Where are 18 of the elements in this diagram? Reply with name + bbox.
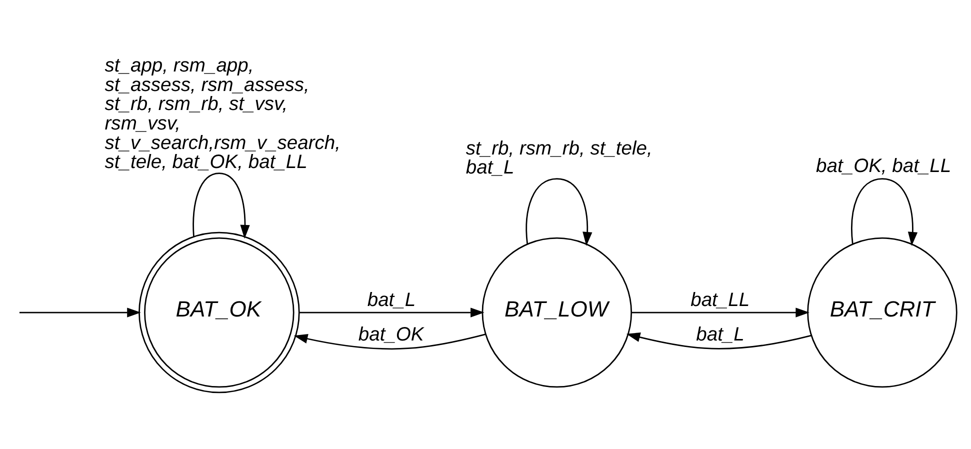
edge-label: st_rb, rsm_rb, st_tele, bat_L <box>466 138 652 178</box>
arrow <box>192 172 250 238</box>
edge-label: bat_L <box>367 289 416 310</box>
arrow <box>19 307 141 317</box>
arrow <box>626 332 812 349</box>
edge-label: bat_OK, bat_LL <box>816 156 952 177</box>
edge-label: bat_L <box>696 324 744 345</box>
node-circle: BAT_OK <box>138 231 300 393</box>
arrow <box>526 178 592 246</box>
arrow <box>294 333 486 350</box>
node-circle: BAT_CRIT <box>807 236 958 388</box>
edge-label: bat_LL <box>690 289 750 310</box>
arrow <box>851 178 918 246</box>
edge-label: st_app, rsm_app, st_assess, rsm_assess, st_rb, rsm_rb, st_vsv, rsm_vsv, st_v_search,rsm_v_search, st_tele, bat_OK, bat_LL <box>104 55 341 173</box>
node-circle: BAT_LOW <box>482 236 632 388</box>
arrow <box>631 307 810 317</box>
arrow <box>300 307 484 317</box>
edge-label: bat_OK <box>358 324 424 345</box>
